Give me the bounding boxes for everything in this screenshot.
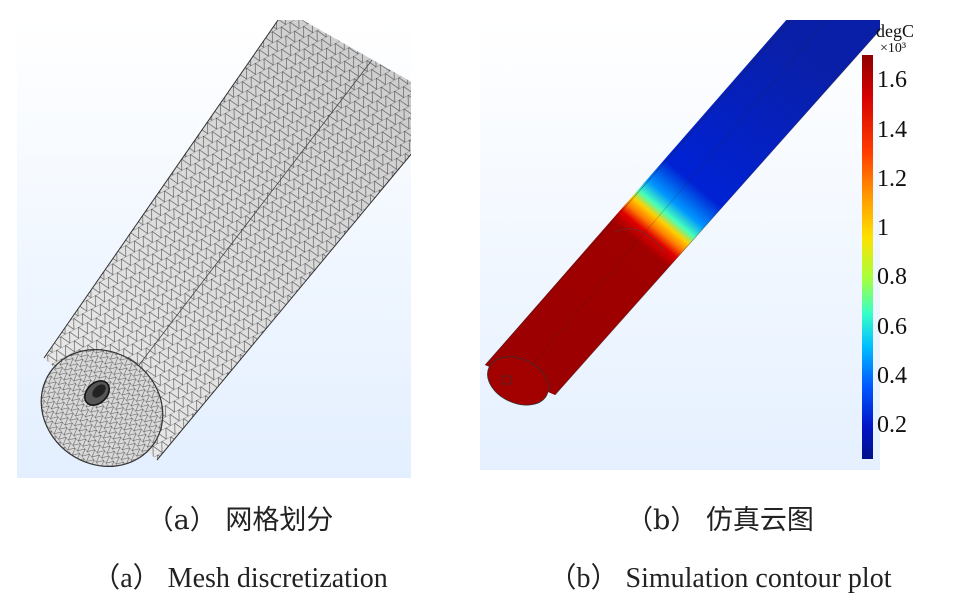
colorbar-unit: degC bbox=[876, 21, 914, 41]
colorbar-tick: 0.2 bbox=[877, 412, 907, 438]
colorbar-tick: 0.4 bbox=[877, 363, 907, 389]
caption-left-en: （a） Mesh discretization bbox=[92, 563, 388, 594]
mesh-figure bbox=[17, 20, 411, 478]
colorbar-tick: 1.4 bbox=[877, 117, 907, 143]
contour-rod bbox=[484, 20, 880, 406]
caption-right-en: （b） Simulation contour plot bbox=[548, 563, 892, 594]
caption-right-zh: （b） 仿真云图 bbox=[626, 505, 814, 536]
colorbar-tick: 0.8 bbox=[877, 264, 907, 290]
caption-left-zh: （a） 网格划分 bbox=[146, 505, 334, 536]
colorbar-tick: 1.6 bbox=[877, 67, 907, 93]
mesh-cylinder bbox=[40, 20, 411, 467]
colorbar-tick: 1.2 bbox=[877, 166, 907, 192]
contour-figure bbox=[480, 20, 880, 470]
colorbar-exponent: ×10³ bbox=[880, 41, 907, 56]
colorbar-tick: 1 bbox=[877, 215, 889, 241]
colorbar-tick: 0.6 bbox=[877, 314, 907, 340]
contour-end-face bbox=[487, 356, 549, 406]
colorbar bbox=[862, 55, 873, 459]
